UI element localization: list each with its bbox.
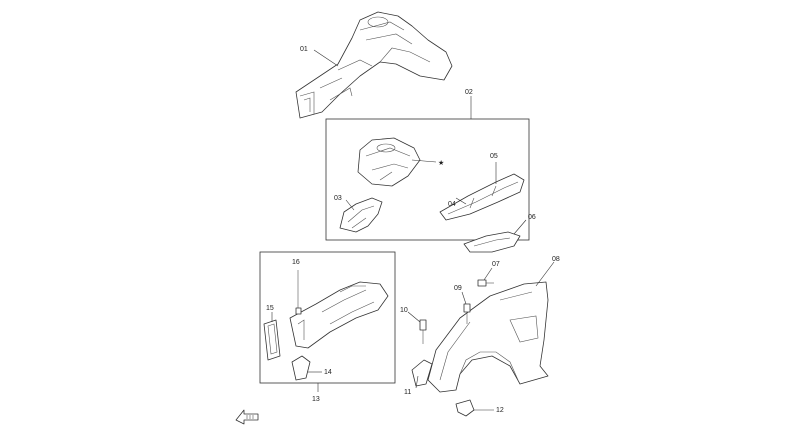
leader-01 [313,49,339,67]
star-marker: ★ [438,159,444,167]
part-front-member-extension[interactable] [289,281,389,349]
part-12-clip[interactable] [455,399,475,417]
callout-07: 07 [492,261,500,268]
callout-08: 08 [552,256,560,263]
front-arrow-icon [235,409,259,425]
leader-08 [535,261,555,287]
callout-15: 15 [266,305,274,312]
leader-06 [513,219,527,235]
callout-02: 02 [465,89,473,96]
part-09-bolt[interactable] [463,303,471,324]
group-box-02 [325,118,530,241]
group-box-13 [259,251,396,384]
part-04-05-rail[interactable] [439,173,525,221]
leader-star [411,159,437,163]
leader-09 [461,291,467,305]
part-shock-tower-assembly[interactable] [357,137,421,187]
part-15-gasket[interactable] [263,319,281,361]
part-03-bracket[interactable] [339,197,383,233]
part-16-stud[interactable] [295,270,302,315]
part-08-front-fender[interactable] [427,281,549,393]
leader-04 [455,197,467,205]
callout-13: 13 [312,396,320,403]
leader-11 [415,375,419,389]
callout-12: 12 [496,407,504,414]
leader-07 [483,267,493,281]
callout-14: 14 [324,369,332,376]
leader-03 [345,199,355,211]
callout-10: 10 [400,307,408,314]
part-11-bracket[interactable] [411,359,433,387]
callout-04: 04 [448,201,456,208]
callout-03: 03 [334,195,342,202]
callout-01: 01 [300,46,308,53]
callout-11: 11 [404,389,411,396]
part-14-bracket[interactable] [291,355,311,381]
part-10-bolt[interactable] [419,319,427,344]
callout-05: 05 [490,153,498,160]
callout-16: 16 [292,259,300,266]
part-06-reinforcement[interactable] [463,231,521,253]
callout-09: 09 [454,285,462,292]
part-01-front-side-member[interactable] [295,11,453,119]
leader-10 [407,311,421,323]
callout-06: 06 [528,214,536,221]
part-07-bolt[interactable] [477,279,494,287]
